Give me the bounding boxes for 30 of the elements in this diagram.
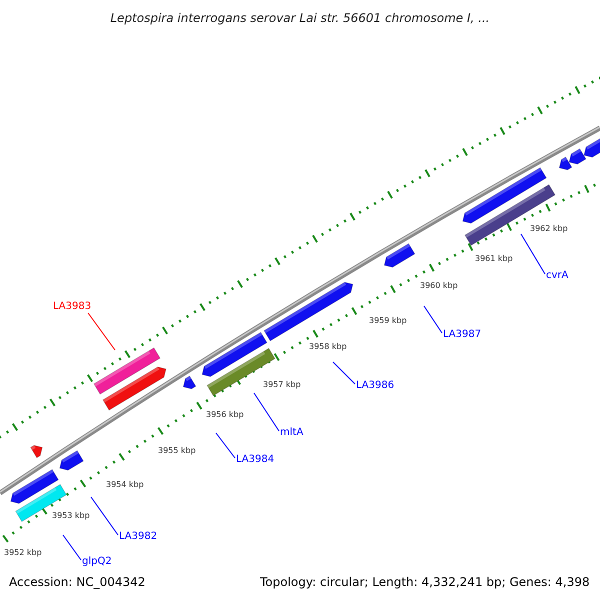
leader-line <box>520 234 546 274</box>
topology-text: Topology: circular; Length: 4,332,241 bp; Genes: 4,398 <box>260 576 590 588</box>
tick-label: 3957 kbp <box>263 381 301 389</box>
leader-line <box>88 312 116 350</box>
tick-label: 3955 kbp <box>158 447 196 455</box>
tick-label: 3962 kbp <box>530 225 568 233</box>
map-title: Leptospira interrogans serovar Lai str. 56601 chromosome I, ... <box>109 12 491 24</box>
tick-label: 3958 kbp <box>309 343 347 351</box>
gene-label: LA3987 <box>443 329 482 340</box>
tick-label: 3959 kbp <box>369 317 407 325</box>
leader-line <box>90 496 118 536</box>
leader-line <box>216 432 236 458</box>
leader-line <box>254 392 280 432</box>
tick-label: 3953 kbp <box>52 512 90 520</box>
gene-label: LA3982 <box>119 531 158 542</box>
gene-label: glpQ2 <box>82 556 112 567</box>
tick-label: 3954 kbp <box>106 481 144 489</box>
tick-label: 3956 kbp <box>206 411 244 419</box>
leader-line <box>62 534 82 560</box>
gene-label: LA3984 <box>236 454 274 465</box>
tick-label: 3960 kbp <box>420 282 458 290</box>
leader-line <box>332 362 356 384</box>
gene-label: mltA <box>280 427 304 438</box>
tick-label: 3961 kbp <box>475 255 513 263</box>
gene-label: LA3983 <box>53 301 92 312</box>
leader-line <box>424 306 442 334</box>
accession-text: Accession: NC_004342 <box>9 576 146 588</box>
tick-label: 3952 kbp <box>4 549 42 557</box>
gene-label: LA3986 <box>356 380 394 391</box>
gene-label: cvrA <box>546 270 568 281</box>
